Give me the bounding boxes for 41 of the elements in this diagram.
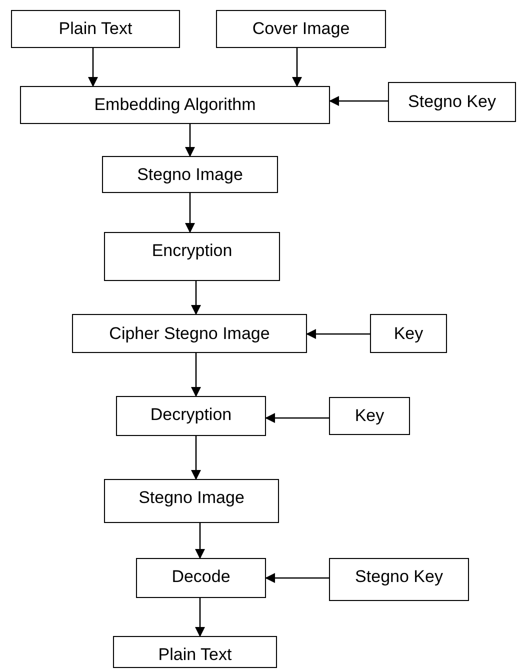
process-box	[388, 82, 516, 122]
process-box	[116, 396, 266, 436]
process-box	[20, 86, 330, 124]
arrow	[329, 96, 388, 106]
box-label: Plain Text	[158, 645, 232, 665]
arrow	[195, 523, 205, 559]
arrow	[195, 598, 205, 637]
box-label: Embedding Algorithm	[94, 95, 256, 115]
process-box	[104, 479, 279, 523]
process-box	[216, 10, 386, 48]
box-label: Decode	[172, 567, 230, 587]
box-label: Stegno Image	[138, 488, 244, 508]
box-label: Cover Image	[252, 19, 350, 39]
box-label: Stegno Key	[355, 567, 443, 587]
process-box	[136, 558, 266, 598]
box-label: Stegno Key	[408, 92, 496, 112]
arrow	[88, 48, 98, 87]
box-label: Plain Text	[58, 19, 132, 39]
box-label: Key	[354, 406, 384, 426]
box-label: Key	[394, 324, 424, 344]
box-label: Encryption	[152, 241, 232, 261]
process-box	[104, 232, 280, 281]
box-label: Decryption	[150, 405, 232, 425]
arrow	[185, 193, 195, 233]
arrow	[191, 353, 201, 397]
process-box	[72, 314, 307, 353]
arrow	[191, 436, 201, 480]
arrow	[265, 573, 329, 583]
process-box	[370, 314, 447, 353]
process-box	[11, 10, 180, 48]
process-box	[102, 156, 278, 193]
arrow	[191, 281, 201, 315]
arrow	[306, 329, 370, 339]
box-label: Cipher Stegno Image	[109, 324, 270, 344]
arrow	[185, 124, 195, 157]
arrow	[292, 48, 302, 87]
box-label: Stegno Image	[137, 164, 243, 184]
arrow	[265, 413, 329, 423]
process-box	[113, 636, 277, 668]
process-box	[329, 397, 410, 435]
process-box	[329, 558, 469, 601]
